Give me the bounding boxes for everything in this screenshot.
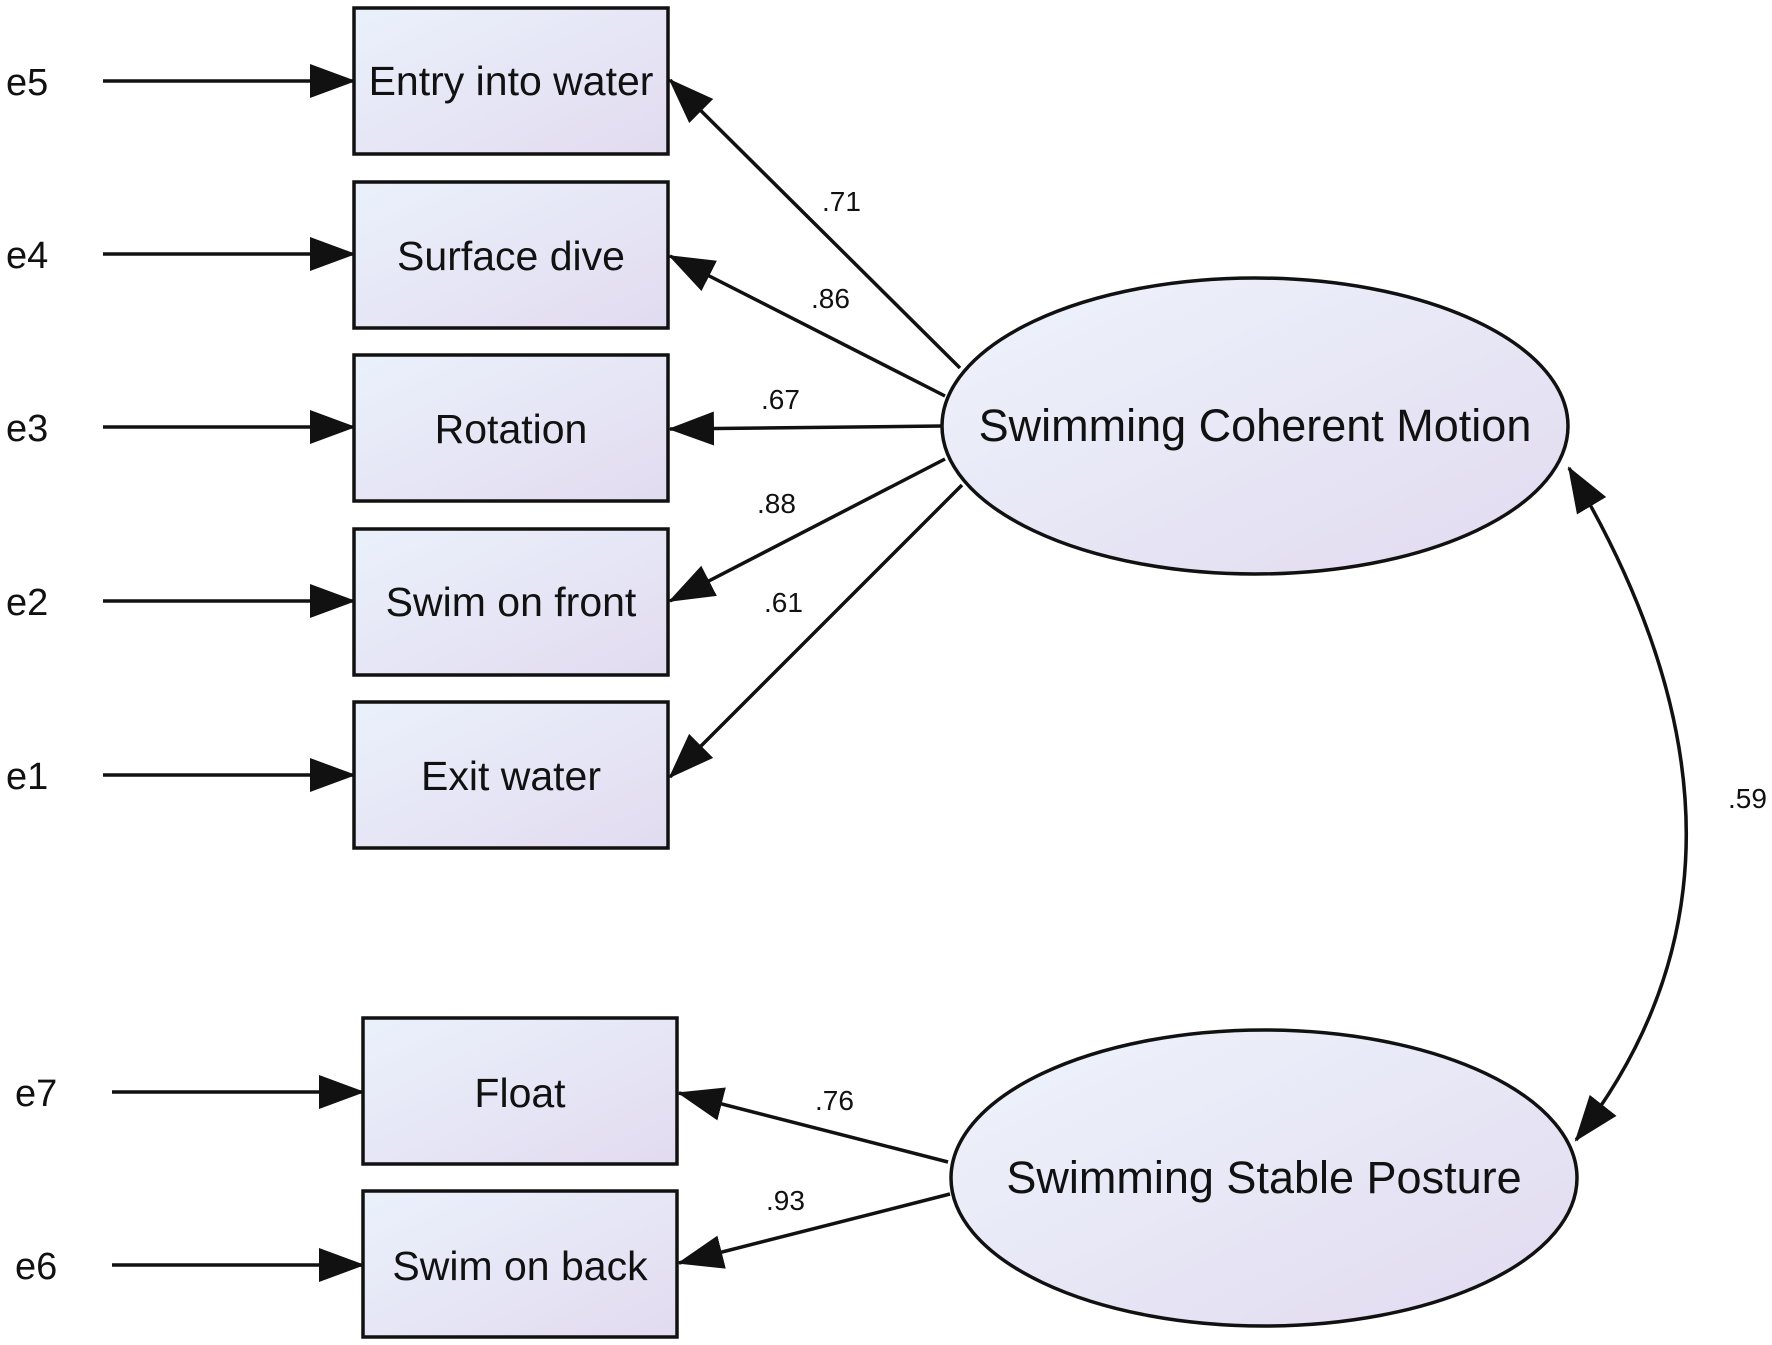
indicator-label: Swim on back (392, 1243, 648, 1289)
latent-swimming-coherent-motion: Swimming Coherent Motion (940, 276, 1570, 576)
loading-arrow (677, 1087, 949, 1164)
error-label-e1: e1 (6, 756, 48, 798)
loading-entry-into-water: .71 (668, 78, 962, 370)
indicator-surface-dive: Surface dive (352, 180, 670, 330)
loading-arrow (668, 411, 943, 446)
indicator-box (352, 700, 670, 850)
loading-arrow (677, 1192, 951, 1269)
indicator-box (361, 1016, 679, 1166)
indicator-box (352, 6, 670, 156)
indicator-box (352, 180, 670, 330)
error-e4-group: e4 (6, 235, 356, 277)
factor-correlation: .59 (1567, 466, 1767, 1142)
loading-arrow (668, 457, 946, 603)
indicator-swim-on-front: Swim on front (352, 527, 670, 677)
loading-coefficient: .61 (764, 587, 803, 618)
loading-coefficient: .71 (822, 186, 861, 217)
loading-coefficient: .88 (757, 488, 796, 519)
latent-ellipse (949, 1028, 1579, 1328)
error-e2-group: e2 (6, 582, 356, 624)
indicator-label: Swim on front (386, 579, 637, 625)
error-e6-group: e6 (15, 1246, 365, 1288)
error-label-e7: e7 (15, 1073, 57, 1115)
indicator-entry-into-water: Entry into water (352, 6, 670, 156)
latent-label: Swimming Coherent Motion (979, 400, 1532, 451)
loading-swim-on-front: .88 (668, 457, 946, 603)
indicator-float: Float (361, 1016, 679, 1166)
indicator-label: Rotation (435, 406, 588, 452)
latent-swimming-stable-posture: Swimming Stable Posture (949, 1028, 1579, 1328)
indicator-label: Entry into water (369, 58, 654, 104)
indicator-label: Exit water (421, 753, 601, 799)
loading-arrow (668, 483, 964, 779)
error-label-e5: e5 (6, 62, 48, 104)
loading-swim-on-back: .93 (677, 1185, 951, 1269)
loading-coefficient: .67 (761, 384, 800, 415)
indicator-box (352, 353, 670, 503)
indicator-box (352, 527, 670, 677)
loading-coefficient: .86 (811, 283, 850, 314)
loading-arrow (668, 78, 962, 370)
loading-coefficient: .93 (766, 1185, 805, 1216)
loading-float: .76 (677, 1085, 949, 1164)
loading-surface-dive: .86 (668, 254, 946, 398)
latent-label: Swimming Stable Posture (1006, 1152, 1521, 1203)
latent-ellipse (940, 276, 1570, 576)
error-label-e3: e3 (6, 408, 48, 450)
correlation-coefficient: .59 (1728, 783, 1767, 814)
loading-rotation: .67 (668, 384, 943, 446)
error-label-e6: e6 (15, 1246, 57, 1288)
error-e7-group: e7 (15, 1073, 365, 1115)
error-e5-group: e5 (6, 62, 356, 104)
loading-exit-water: .61 (668, 483, 964, 779)
indicator-label: Surface dive (397, 233, 625, 279)
indicator-box (361, 1189, 679, 1339)
indicator-exit-water: Exit water (352, 700, 670, 850)
indicator-swim-on-back: Swim on back (361, 1189, 679, 1339)
correlation-curve (1567, 466, 1688, 1142)
error-label-e2: e2 (6, 582, 48, 624)
loading-coefficient: .76 (815, 1085, 854, 1116)
error-e1-group: e1 (6, 756, 356, 798)
error-label-e4: e4 (6, 235, 48, 277)
indicator-label: Float (474, 1070, 566, 1116)
error-e3-group: e3 (6, 408, 356, 450)
indicator-rotation: Rotation (352, 353, 670, 503)
loading-arrow (668, 254, 946, 398)
